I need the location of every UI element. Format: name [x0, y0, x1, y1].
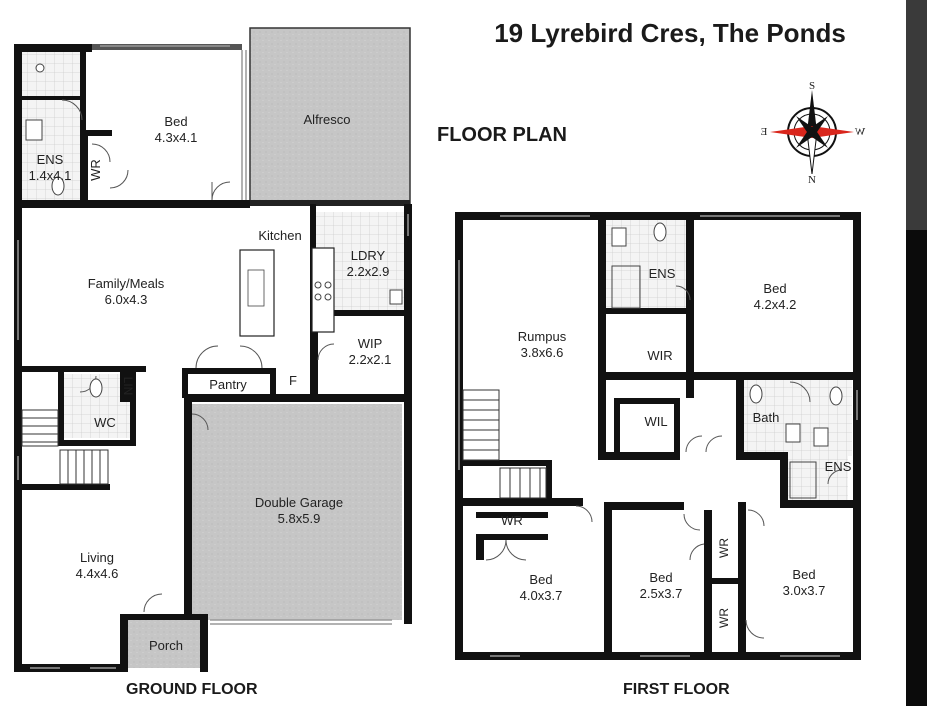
- room-label: WR: [501, 513, 523, 528]
- room-label: F: [289, 373, 297, 388]
- property-title: 19 Lyrebird Cres, The Ponds: [494, 18, 846, 48]
- dark-side-strip: [906, 0, 927, 706]
- room-label: ENS: [824, 459, 852, 474]
- alfresco-area: [249, 27, 411, 205]
- ground-stairs: [21, 409, 109, 485]
- compass-east-letter: E: [760, 126, 768, 138]
- room-label: Kitchen: [258, 228, 302, 243]
- room-label: WC: [94, 415, 116, 430]
- compass-north-letter: N: [808, 174, 816, 186]
- first-floor-plan: [455, 212, 861, 660]
- room-label: WR: [717, 538, 731, 558]
- room-label: ENS: [648, 266, 676, 281]
- first-stairs: [462, 389, 547, 499]
- ground-floor-plan: [14, 27, 412, 672]
- room-label: WIR: [647, 348, 673, 363]
- kitchen-bench: [311, 247, 335, 333]
- garage-floor: [190, 404, 402, 620]
- ground-floor-caption: GROUND FLOOR: [126, 681, 258, 698]
- room-label: WR: [88, 159, 103, 181]
- compass-south-letter: S: [808, 80, 816, 92]
- room-label: WIL: [644, 414, 668, 429]
- first-floor-caption: FIRST FLOOR: [623, 681, 730, 698]
- room-label: WR: [717, 608, 731, 628]
- room-label: LIN: [121, 376, 135, 396]
- compass-west-letter: W: [854, 126, 866, 138]
- room-label: Porch: [149, 638, 183, 653]
- room-label: Alfresco: [303, 112, 351, 127]
- ff-ens2-tiles: [786, 456, 848, 504]
- room-label: Bath: [752, 410, 780, 425]
- compass-rose: [770, 90, 854, 175]
- room-label: Pantry: [209, 377, 247, 392]
- floor-plan-heading: FLOOR PLAN: [437, 124, 567, 146]
- porch-floor: [128, 618, 200, 668]
- kitchen-island: [239, 249, 275, 337]
